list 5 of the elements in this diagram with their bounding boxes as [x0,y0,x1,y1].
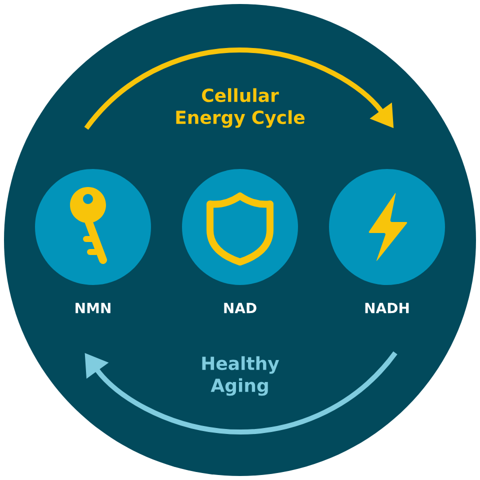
node-label: Healthy Aging [202,356,280,396]
node-label: NMN [76,302,110,314]
node-label: NAD [224,302,256,314]
node-label: NADH [365,302,409,314]
node-label: Cellular Energy Cycle [176,88,305,128]
